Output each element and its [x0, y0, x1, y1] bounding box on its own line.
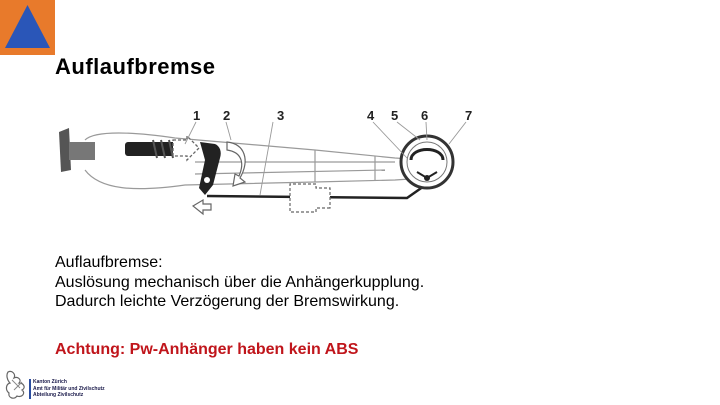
civil-protection-triangle-icon [5, 5, 50, 48]
diagram-label-2: 2 [223, 108, 230, 123]
footer-line-2: Amt für Militär und Zivilschutz [33, 385, 105, 392]
footer-line-1: Kanton Zürich [33, 379, 67, 385]
slide-title: Auflaufbremse [55, 54, 216, 79]
footer-logo: Kanton Zürich Amt für Militär und Zivils… [2, 368, 142, 404]
diagram-label-3: 3 [277, 108, 284, 123]
rotation-arrow-icon [226, 141, 247, 187]
diagram-label-1: 1 [193, 108, 200, 123]
brake-drum [399, 134, 455, 190]
label-leader-lines [184, 121, 467, 196]
coupling-head [59, 128, 71, 172]
footer-org-text: Kanton Zürich Amt für Militär und Zivils… [33, 379, 105, 399]
overrun-damper [125, 139, 185, 159]
footer-accent-bar [29, 379, 31, 399]
body-line-3: Dadurch leichte Verzögerung der Bremswir… [55, 293, 400, 310]
zurich-lion-emblem-icon [5, 370, 25, 399]
abs-warning: Achtung: Pw-Anhänger haben kein ABS [55, 341, 359, 358]
overrun-brake-diagram: 1 2 3 4 5 6 7 [59, 108, 472, 216]
diagram-label-5: 5 [391, 108, 398, 123]
body-text: Auflaufbremse: Auslösung mechanisch über… [55, 253, 424, 312]
diagram-label-4: 4 [367, 108, 375, 123]
body-line-2: Auslösung mechanisch über die Anhängerku… [55, 273, 425, 291]
push-arrow-icon [172, 134, 200, 162]
diagram-label-7: 7 [465, 108, 472, 123]
trailer-chassis [84, 132, 426, 190]
brake-lever [199, 142, 221, 195]
small-return-arrow-icon [191, 198, 212, 216]
coupling-shaft [69, 142, 95, 160]
cable-pull-arrow-icon [289, 183, 331, 213]
body-line-1: Auflaufbremse: [55, 254, 163, 271]
diagram-label-6: 6 [421, 108, 428, 123]
footer-line-3: Abteilung Zivilschutz [33, 392, 84, 398]
civil-protection-logo [0, 0, 55, 55]
